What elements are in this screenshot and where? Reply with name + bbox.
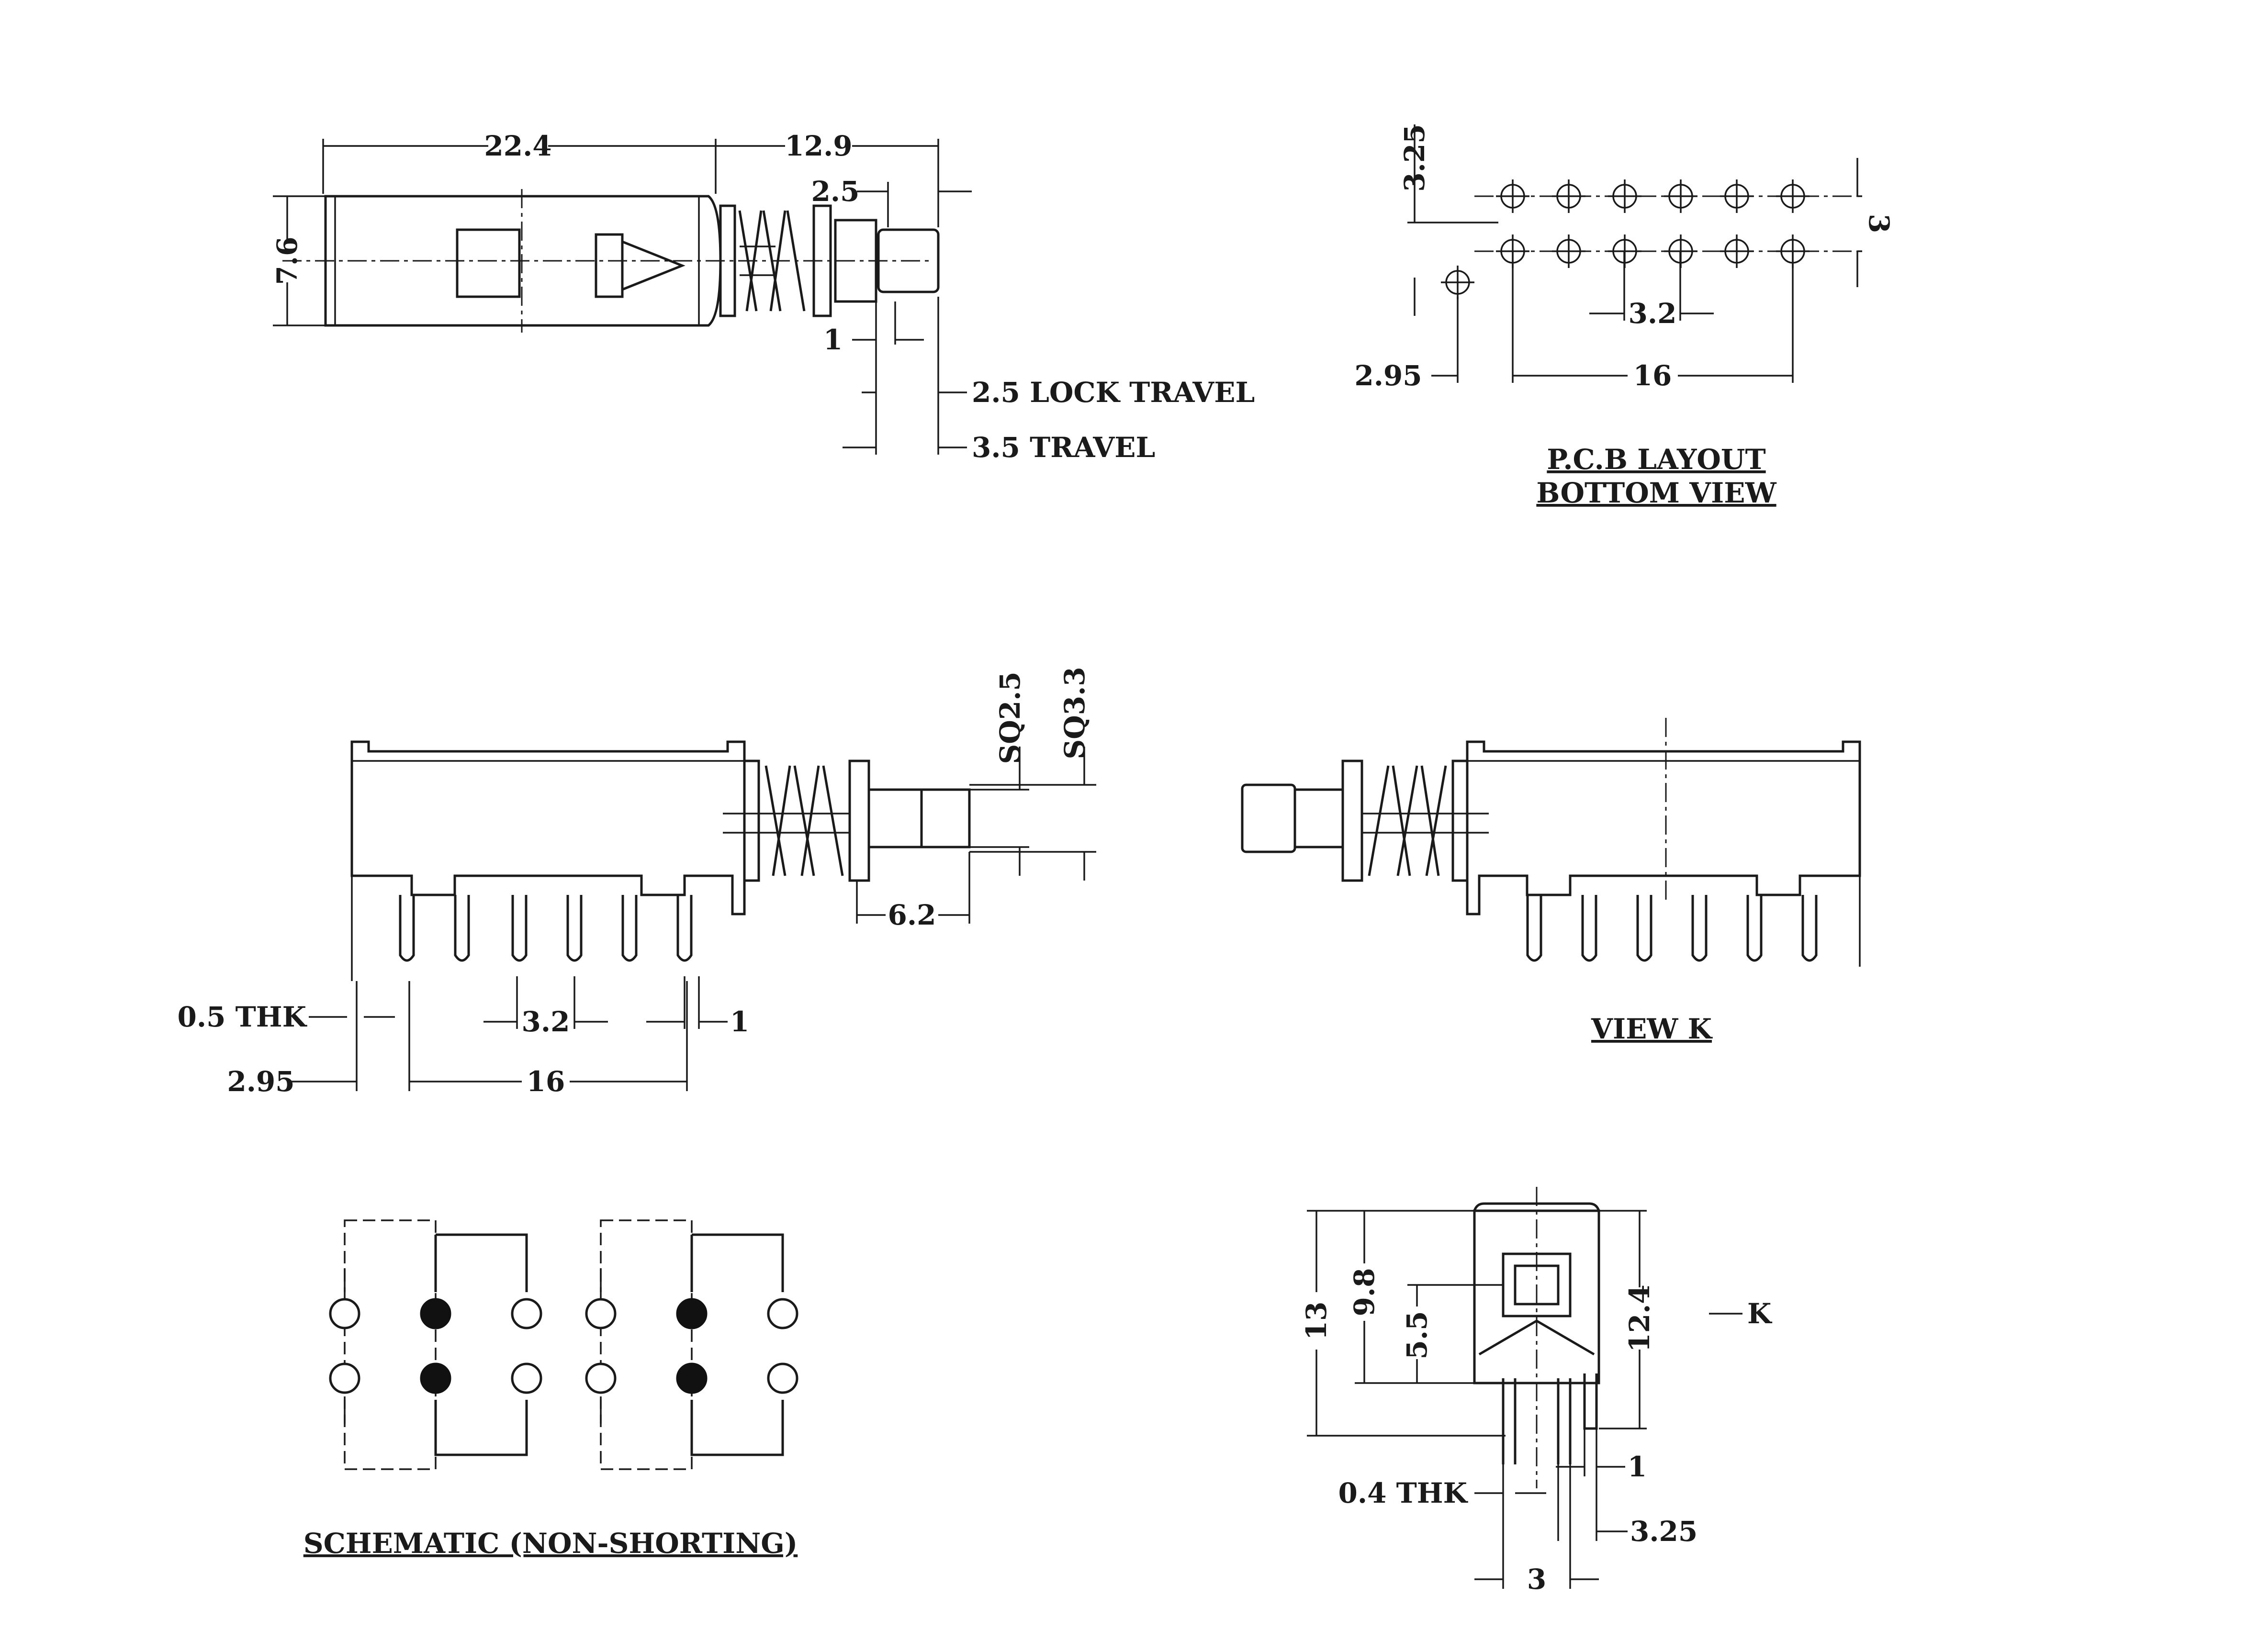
dim-side-mount-offset: 2.95 — [227, 1065, 294, 1098]
switch-pin — [454, 895, 470, 962]
switch-pin — [621, 895, 638, 962]
dim-end-row-pitch: 3 — [1527, 1563, 1546, 1596]
switch-pin — [1636, 895, 1652, 962]
pcb-layout-title: P.C.B LAYOUT — [1547, 443, 1765, 476]
dim-side-pin-width: 1 — [730, 1005, 749, 1038]
schematic-contact — [585, 1298, 617, 1329]
dim-end-body-height: 9.8 — [1348, 1268, 1381, 1317]
dim-end-pin-thickness: 0.4 THK — [1338, 1477, 1469, 1509]
dim-plunger-head: 2.5 — [811, 175, 860, 208]
schematic-common-contact — [420, 1362, 451, 1394]
top-view: 22.4 12.9 2.5 7.6 1 2.5 LOCK TRAVEL 3.5 … — [271, 130, 1255, 464]
view-k: VIEW K — [1241, 718, 1861, 1045]
schematic-contact — [767, 1362, 798, 1394]
switch-pin — [676, 895, 693, 962]
switch-pin — [511, 895, 528, 962]
dim-end-total-height: 13 — [1300, 1302, 1333, 1340]
view-marker-k: K — [1747, 1297, 1773, 1330]
switch-pin — [1526, 895, 1542, 962]
dim-pcb-row-pitch: 3 — [1863, 214, 1895, 233]
dim-pin-thickness: 0.5 THK — [178, 1001, 308, 1033]
dim-lock-travel: 2.5 LOCK TRAVEL — [972, 376, 1255, 409]
schematic-contact — [329, 1298, 360, 1329]
dim-pcb-pin-span: 16 — [1633, 359, 1672, 392]
switch-pin — [1691, 895, 1708, 962]
dim-sq-small: SQ2.5 — [994, 671, 1026, 764]
pcb-layout: 3.25 3 3.2 16 2.95 P.C.B LAYOUT BOTTOM V… — [1354, 124, 1895, 509]
dim-travel: 3.5 TRAVEL — [972, 431, 1155, 464]
schematic-contact — [511, 1362, 542, 1394]
dim-end-pin-width: 1 — [1628, 1451, 1647, 1483]
switch-pin — [1801, 895, 1818, 962]
schematic-contact — [585, 1362, 617, 1394]
dim-height: 7.6 — [271, 237, 303, 285]
schematic-common-contact — [420, 1298, 451, 1329]
end-view: 13 9.8 5.5 12.4 K 1 0.4 THK 3.25 — [1300, 1187, 1773, 1596]
dim-end-center-height: 5.5 — [1401, 1311, 1433, 1360]
schematic-contact — [511, 1298, 542, 1329]
dim-end-pin-offset: 3.25 — [1630, 1515, 1697, 1548]
dim-pcb-mount-offset: 2.95 — [1354, 359, 1422, 392]
schematic-title: SCHEMATIC (NON-SHORTING) — [303, 1527, 798, 1560]
dim-plunger-ext: 6.2 — [888, 899, 936, 931]
dim-pcb-row-offset: 3.25 — [1398, 124, 1431, 191]
schematic-contact — [767, 1298, 798, 1329]
switch-pin — [399, 895, 415, 962]
switch-pin — [1746, 895, 1763, 962]
pcb-layout-subtitle: BOTTOM VIEW — [1536, 477, 1776, 509]
schematic-common-contact — [676, 1298, 708, 1329]
dim-side-pin-span: 16 — [527, 1065, 565, 1098]
switch-pin — [1581, 895, 1597, 962]
dim-end-right-height: 12.4 — [1623, 1284, 1656, 1352]
dim-plunger-length: 12.9 — [785, 130, 852, 162]
schematic: SCHEMATIC (NON-SHORTING) — [303, 1219, 798, 1560]
side-view: SQ2.5 SQ3.3 6.2 0.5 THK 3.2 1 2.95 16 — [178, 667, 1096, 1098]
dim-pcb-pin-pitch: 3.2 — [1629, 297, 1677, 330]
schematic-common-contact — [676, 1362, 708, 1394]
view-k-title: VIEW K — [1591, 1013, 1713, 1045]
dim-side-pin-pitch: 3.2 — [522, 1005, 570, 1038]
dim-sq-large: SQ3.3 — [1058, 667, 1091, 759]
dim-gap: 1 — [823, 324, 843, 356]
dim-body-length: 22.4 — [484, 130, 551, 162]
schematic-contact — [329, 1362, 360, 1394]
switch-pin — [566, 895, 583, 962]
